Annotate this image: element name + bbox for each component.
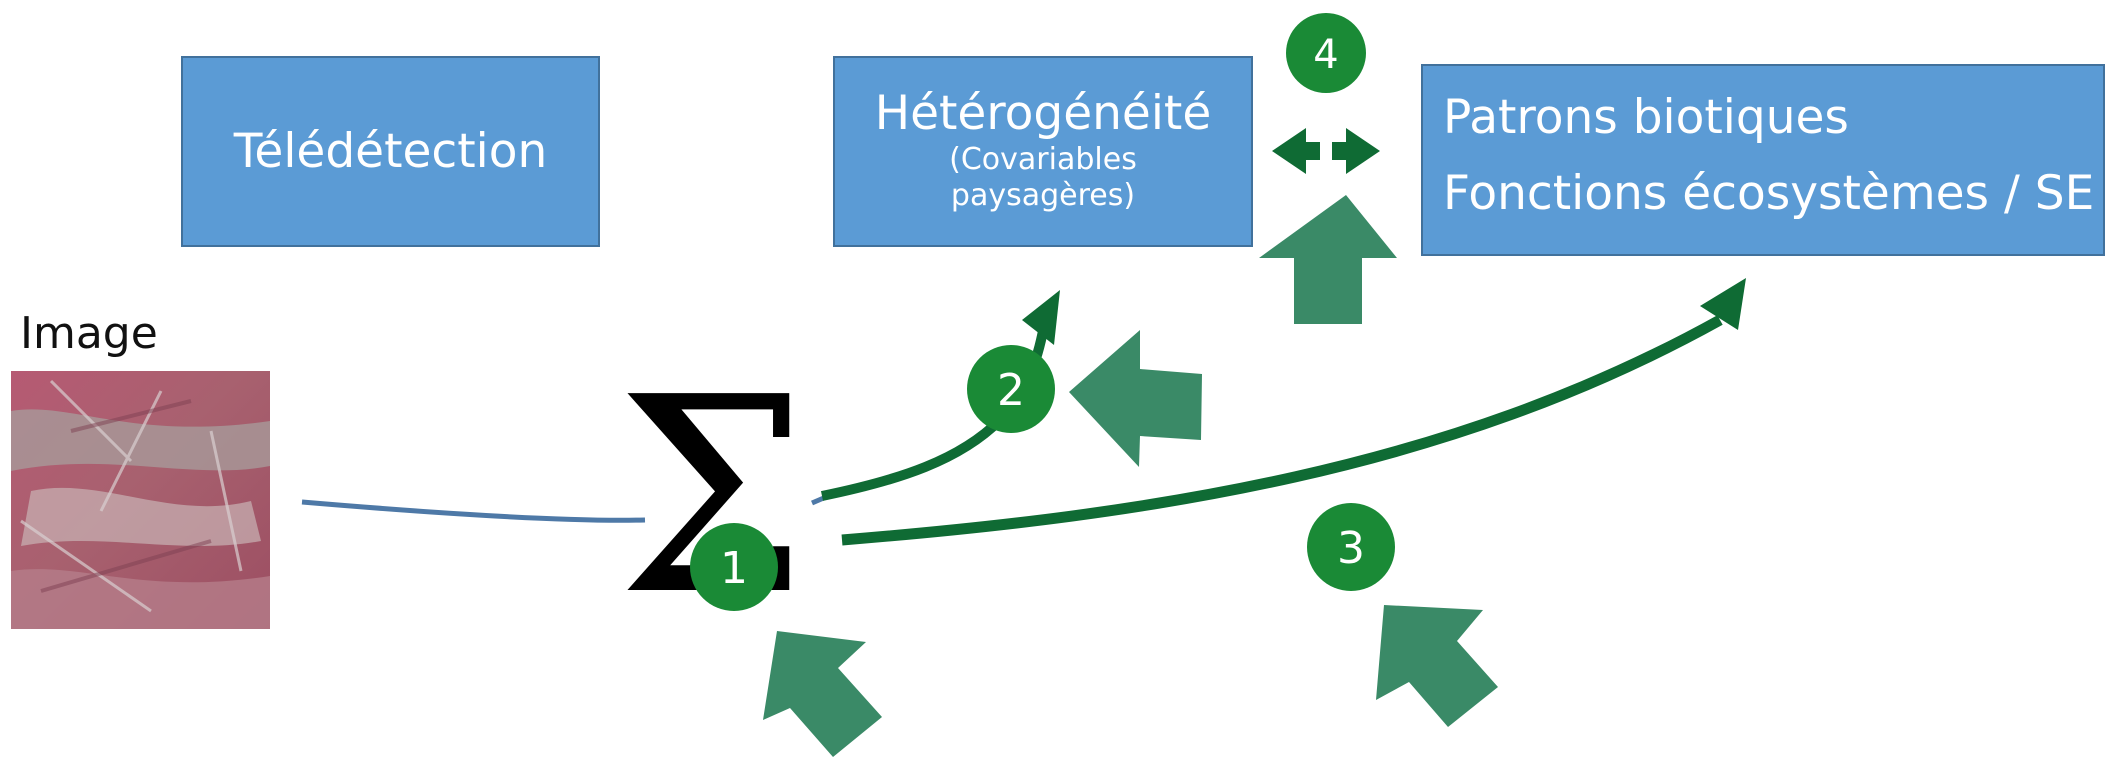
double-arrow-right: [1332, 128, 1380, 174]
badge-4-label: 4: [1313, 32, 1338, 78]
sigma-symbol: Σ: [617, 339, 808, 654]
heterogeneite-title: Hétérogénéité: [874, 86, 1212, 141]
satellite-image: [11, 371, 270, 629]
badge-1: 1: [690, 523, 778, 611]
arrow-3-curve: [841, 315, 1723, 546]
arrow-3-head: [1700, 278, 1746, 330]
arrow-2-head: [1022, 290, 1060, 345]
heterogeneite-subtitle-line1: (Covariables: [949, 142, 1137, 177]
badge-4: 4: [1286, 13, 1366, 93]
badge-2-label: 2: [997, 365, 1025, 416]
block-arrow-3: [1376, 605, 1498, 727]
badge-1-label: 1: [720, 543, 748, 594]
patrons-line2: Fonctions écosystèmes / SE: [1443, 166, 2095, 221]
block-arrow-1: [763, 631, 882, 757]
teledetection-box: Télédétection: [181, 56, 600, 247]
teledetection-label: Télédétection: [233, 124, 548, 179]
badge-2: 2: [967, 345, 1055, 433]
patrons-box: Patrons biotiques Fonctions écosystèmes …: [1421, 64, 2105, 256]
badge-3: 3: [1307, 503, 1395, 591]
heterogeneite-subtitle-line2: paysagères): [950, 178, 1136, 213]
heterogeneite-box: Hétérogénéité (Covariables paysagères): [833, 56, 1253, 247]
badge-3-label: 3: [1337, 523, 1365, 574]
block-arrow-2: [1069, 330, 1202, 467]
block-arrow-4: [1259, 195, 1397, 324]
image-label: Image: [20, 308, 158, 359]
double-arrow-left: [1272, 128, 1320, 174]
image-connector-line: [301, 499, 646, 523]
patrons-line1: Patrons biotiques: [1443, 90, 1849, 145]
